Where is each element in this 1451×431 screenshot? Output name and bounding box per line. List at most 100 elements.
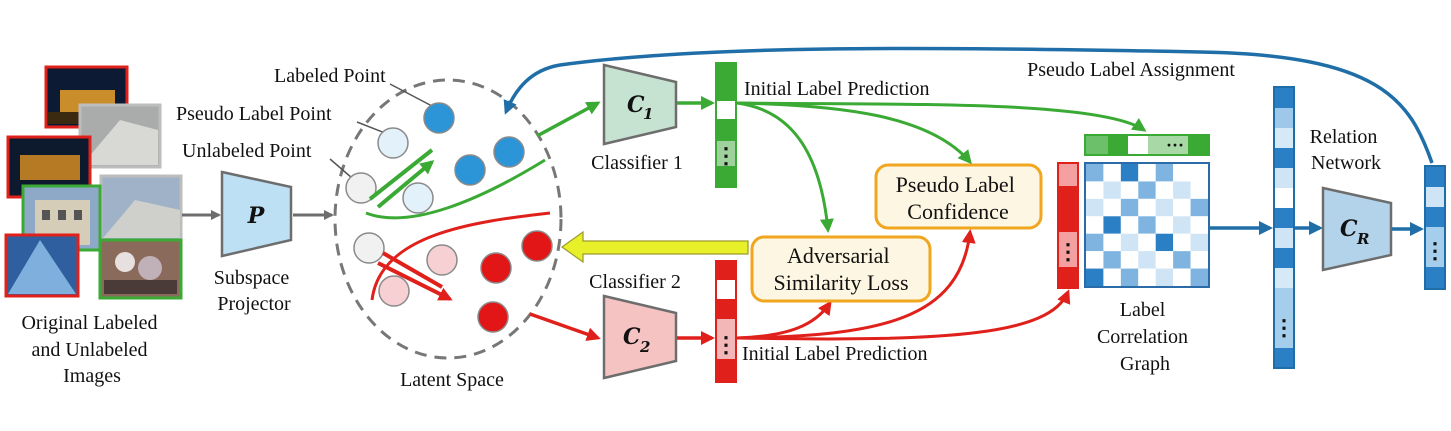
matrix-cell <box>1173 233 1191 252</box>
graph-line: Graph <box>1120 353 1170 375</box>
relation-network: C R Relation Network <box>1310 126 1393 272</box>
labeled-point <box>423 102 455 134</box>
adversarial-line: Adversarial <box>787 243 890 268</box>
relation-line: Relation <box>1310 126 1378 148</box>
unlabeled-point <box>353 232 385 264</box>
unlabeled-point <box>345 172 377 204</box>
ellipsis-icon: ··· <box>1166 135 1184 155</box>
matrix-cell <box>1173 198 1191 217</box>
top-vector: ··· <box>1084 134 1210 156</box>
green-decision-curve <box>365 158 546 220</box>
vdots-icon: ⋮ <box>715 332 737 357</box>
matrix-cell <box>1155 181 1174 199</box>
pseudo-label-point-label: Pseudo Label Point <box>176 103 332 125</box>
labeled-point-label: Labeled Point <box>274 65 386 87</box>
yellow-feedback-arrow <box>560 230 749 264</box>
classifier-1-label: Classifier 1 <box>591 152 683 174</box>
arrow-latent-to-c1 <box>536 101 601 138</box>
vdots-icon: ⋮ <box>1273 315 1295 340</box>
matrix-cell <box>1120 181 1139 199</box>
confidence-line: Confidence <box>907 199 1008 224</box>
matrix-cell <box>1138 251 1156 269</box>
red-decision-curve <box>370 211 551 301</box>
arrow-c2-to-confidence <box>736 229 976 340</box>
matrix-cell <box>1155 251 1174 269</box>
matrix-cell <box>1103 251 1121 269</box>
initial-pred-top-label: Initial Label Prediction <box>744 78 930 100</box>
matrix-cell <box>1103 233 1121 252</box>
projector-label: Subspace Projector <box>214 267 295 315</box>
leader-line-pseudo <box>356 121 386 134</box>
matrix-cell <box>1138 198 1156 217</box>
latent-space-boundary <box>333 78 563 360</box>
image-thumb <box>99 174 183 242</box>
matrix-cell <box>1190 164 1208 182</box>
image-thumb <box>4 233 80 298</box>
confidence-vector: ⋮ <box>1057 162 1079 289</box>
matrix-cell <box>1138 181 1156 199</box>
unlabeled-point-label: Unlabeled Point <box>182 140 312 162</box>
relation-output-vector: ⋮ <box>1424 165 1446 290</box>
pseudo-label-point <box>402 182 434 214</box>
label-correlation-matrix <box>1084 162 1210 288</box>
matrix-cell <box>1103 268 1121 286</box>
matrix-cell <box>1103 216 1121 234</box>
classifier-1-subscript: 1 <box>643 105 653 123</box>
matrix-cell <box>1173 181 1191 199</box>
latent-space: Labeled Point Pseudo Label Point Unlabel… <box>176 65 563 391</box>
matrix-cell <box>1155 198 1174 217</box>
pseudo-label-assignment-arrow <box>503 46 1434 164</box>
shift-arrow-red-2 <box>377 261 453 301</box>
matrix-cell <box>1086 233 1104 252</box>
arrow-c1-to-graph-top <box>736 101 1147 132</box>
labeled-point <box>477 301 509 333</box>
matrix-cell <box>1086 268 1104 286</box>
arrow-c1-to-confidence <box>736 101 972 165</box>
label-graph-label: Label Correlation Graph <box>1097 299 1193 375</box>
matrix-cell <box>1190 181 1208 199</box>
pseudo-label-confidence-box: Pseudo Label Confidence <box>874 163 1043 230</box>
pseudo-assignment-label: Pseudo Label Assignment <box>1027 59 1235 81</box>
adversarial-similarity-loss-box: Adversarial Similarity Loss <box>750 235 932 303</box>
arrow-c1-to-adversarial <box>736 101 834 233</box>
labeled-point <box>521 230 553 262</box>
graph-feature-vector: ⋮ <box>1273 86 1295 369</box>
initial-pred-bottom-label: Initial Label Prediction <box>742 343 928 365</box>
matrix-cell <box>1120 164 1139 182</box>
projector-line: Subspace <box>214 267 290 289</box>
adversarial-line: Similarity Loss <box>773 270 908 295</box>
matrix-cell <box>1120 268 1139 286</box>
confidence-line: Pseudo Label <box>896 172 1015 197</box>
classifier-2: C 2 Classifier 2 <box>589 271 681 380</box>
pseudo-label-point <box>378 275 410 307</box>
pseudo-label-point <box>377 127 409 159</box>
matrix-cell <box>1173 251 1191 269</box>
classifier-1-symbol: C <box>627 92 645 118</box>
matrix-cell <box>1120 251 1139 269</box>
arrow-c2-to-confidence-vector <box>736 289 1071 341</box>
matrix-cell <box>1190 198 1208 217</box>
matrix-cell <box>1120 198 1139 217</box>
matrix-cell <box>1173 164 1191 182</box>
matrix-cell <box>1155 268 1174 286</box>
latent-space-label: Latent Space <box>400 369 504 391</box>
classifier-2-subscript: 2 <box>639 338 650 356</box>
labeled-point <box>454 154 486 186</box>
classifier-1: C 1 Classifier 1 <box>591 63 683 174</box>
shift-arrow-green-1 <box>368 148 434 201</box>
classifier-2-output-vector: ⋮ <box>715 260 737 383</box>
projector-line: Projector <box>217 293 291 315</box>
adversarial-loss-text: Adversarial Similarity Loss <box>773 243 908 295</box>
input-line: Images <box>63 365 121 387</box>
matrix-cell <box>1190 216 1208 234</box>
classifier-1-trapezoid <box>602 63 678 146</box>
matrix-cell <box>1138 233 1156 252</box>
projector-trapezoid <box>220 170 293 258</box>
image-thumb <box>78 103 162 169</box>
classifier-2-symbol: C <box>623 324 641 350</box>
relation-symbol: C <box>1340 216 1358 242</box>
matrix-cell <box>1086 164 1104 182</box>
arrow-c2-to-adversarial <box>736 300 832 340</box>
input-images-label: Original Labeled and Unlabeled Images <box>21 312 162 387</box>
labeled-point <box>493 136 525 168</box>
